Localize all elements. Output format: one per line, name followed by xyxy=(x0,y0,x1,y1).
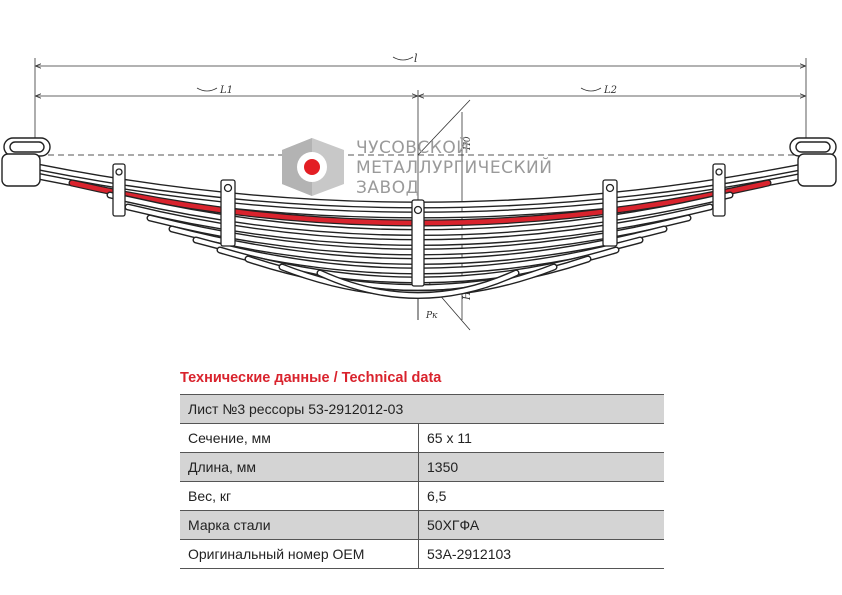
spec-label: Оригинальный номер OEM xyxy=(180,539,419,569)
spring-eyes xyxy=(1,137,837,187)
table-row: Сечение, мм 65 x 11 xyxy=(180,423,664,453)
spec-label: Вес, кг xyxy=(180,481,419,511)
dimension-lines xyxy=(34,56,807,200)
spec-label: Длина, мм xyxy=(180,452,419,482)
company-watermark: ЧУСОВСКОЙ МЕТАЛЛУРГИЧЕСКИЙ ЗАВОД xyxy=(272,136,602,200)
table-row: Оригинальный номер OEM 53А-2912103 xyxy=(180,539,664,569)
spec-title: Технические данные / Technical data xyxy=(180,370,442,386)
clamp-left-outer xyxy=(112,163,126,217)
table-row: Марка стали 50ХГФА xyxy=(180,510,664,540)
clamp-right-inner xyxy=(602,179,618,247)
spec-value: 1350 xyxy=(418,452,664,482)
table-row: Вес, кг 6,5 xyxy=(180,481,664,511)
leaf-spring-drawing: l L1 L2 H0 H Pк xyxy=(1,52,837,331)
spec-value: 50ХГФА xyxy=(418,510,664,540)
spec-table: Лист №3 рессоры 53-2912012-03 Сечение, м… xyxy=(180,394,664,569)
dim-l-label: l xyxy=(414,52,418,65)
company-logo-icon xyxy=(282,138,344,196)
spec-value: 65 x 11 xyxy=(418,423,664,453)
spec-label: Сечение, мм xyxy=(180,423,419,453)
spring-clamps xyxy=(112,163,726,287)
watermark-line-3: ЗАВОД xyxy=(356,178,420,198)
watermark-line-1: ЧУСОВСКОЙ xyxy=(356,138,470,158)
load-label: Pк xyxy=(425,311,438,321)
left-clip xyxy=(1,153,41,187)
dim-l2-label: L2 xyxy=(603,85,617,96)
clamp-left-inner xyxy=(220,179,236,247)
dim-h-label: H xyxy=(462,291,473,301)
table-row: Длина, мм 1350 xyxy=(180,452,664,482)
dim-l1-label: L1 xyxy=(219,85,233,96)
clamp-right-outer xyxy=(712,163,726,217)
spec-value: 53А-2912103 xyxy=(418,539,664,569)
watermark-line-2: МЕТАЛЛУРГИЧЕСКИЙ xyxy=(356,158,553,178)
right-clip xyxy=(797,153,837,187)
spec-value: 6,5 xyxy=(418,481,664,511)
spec-label: Марка стали xyxy=(180,510,419,540)
spec-header-row: Лист №3 рессоры 53-2912012-03 xyxy=(180,394,664,424)
spec-header: Лист №3 рессоры 53-2912012-03 xyxy=(180,394,664,424)
center-bolt xyxy=(411,199,425,287)
dim-h0-label: H0 xyxy=(463,136,473,151)
